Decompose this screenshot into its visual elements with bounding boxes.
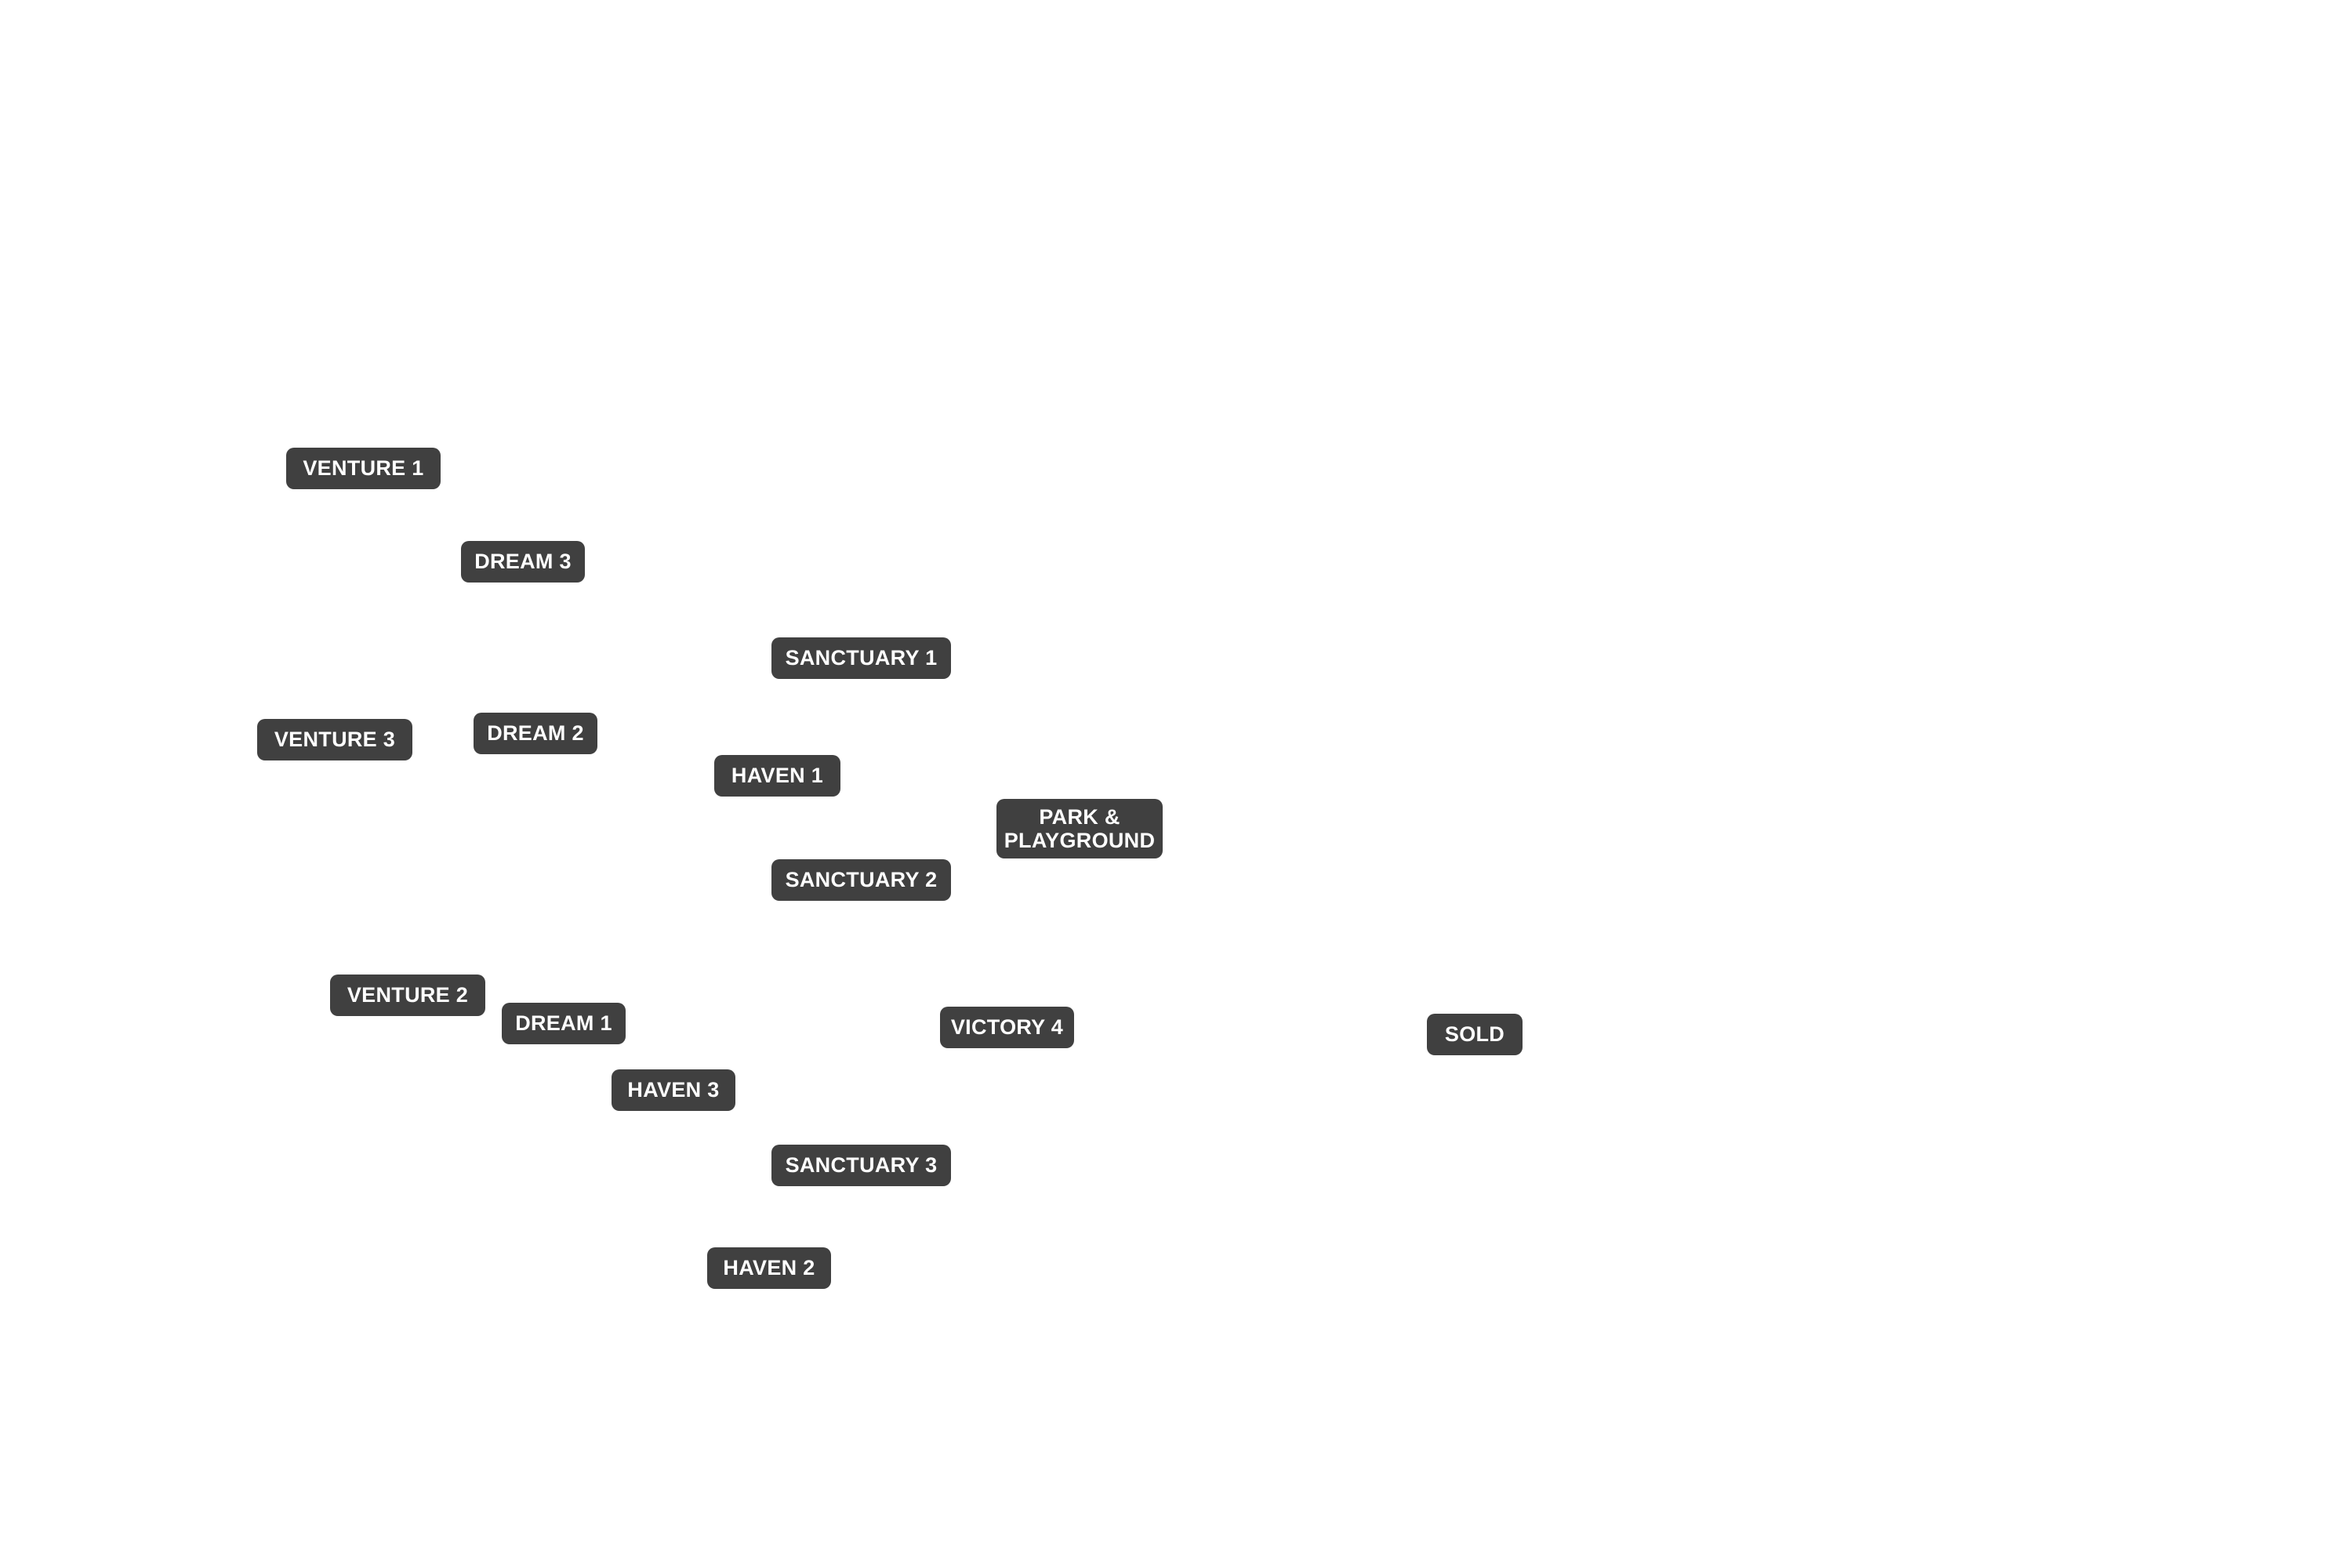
lot-label-text: SANCTUARY 1: [785, 646, 938, 670]
lot-label-sanctuary-3[interactable]: SANCTUARY 3: [771, 1145, 951, 1186]
lot-label-text: VENTURE 1: [303, 456, 424, 480]
lot-label-text: VICTORY 4: [950, 1015, 1064, 1039]
lot-label-text: DREAM 2: [487, 721, 584, 745]
lot-label-text: VENTURE 2: [347, 983, 469, 1007]
lot-label-text: DREAM 3: [474, 550, 572, 573]
lot-label-text: VENTURE 3: [274, 728, 396, 751]
lot-label-venture-3[interactable]: VENTURE 3: [257, 719, 412, 760]
lot-label-dream-1[interactable]: DREAM 1: [502, 1003, 626, 1044]
sold-badge-text: SOLD: [1444, 1022, 1505, 1046]
lot-label-haven-1[interactable]: HAVEN 1: [714, 755, 840, 797]
lot-label-sanctuary-1[interactable]: SANCTUARY 1: [771, 637, 951, 679]
lot-label-text: HAVEN 2: [723, 1256, 815, 1279]
lot-label-haven-2[interactable]: HAVEN 2: [707, 1247, 831, 1289]
lot-label-sanctuary-2[interactable]: SANCTUARY 2: [771, 859, 951, 901]
lot-label-text: SANCTUARY 2: [785, 868, 938, 891]
lot-label-text: DREAM 1: [515, 1011, 612, 1035]
lot-label-victory-4[interactable]: VICTORY 4: [940, 1007, 1074, 1048]
lot-label-venture-1[interactable]: VENTURE 1: [286, 448, 441, 489]
sold-badge[interactable]: SOLD: [1427, 1014, 1523, 1055]
lot-label-text: HAVEN 1: [731, 764, 824, 787]
park-label-line-2: PLAYGROUND: [1004, 829, 1156, 852]
lot-label-haven-3[interactable]: HAVEN 3: [612, 1069, 735, 1111]
park-label-line-1: PARK &: [1039, 805, 1120, 829]
lot-label-text: HAVEN 3: [627, 1078, 720, 1102]
lot-label-venture-2[interactable]: VENTURE 2: [330, 975, 485, 1016]
lot-label-dream-2[interactable]: DREAM 2: [474, 713, 597, 754]
park-playground-label[interactable]: PARK & PLAYGROUND: [996, 799, 1163, 858]
lot-label-dream-3[interactable]: DREAM 3: [461, 541, 585, 583]
lot-label-text: SANCTUARY 3: [785, 1153, 938, 1177]
